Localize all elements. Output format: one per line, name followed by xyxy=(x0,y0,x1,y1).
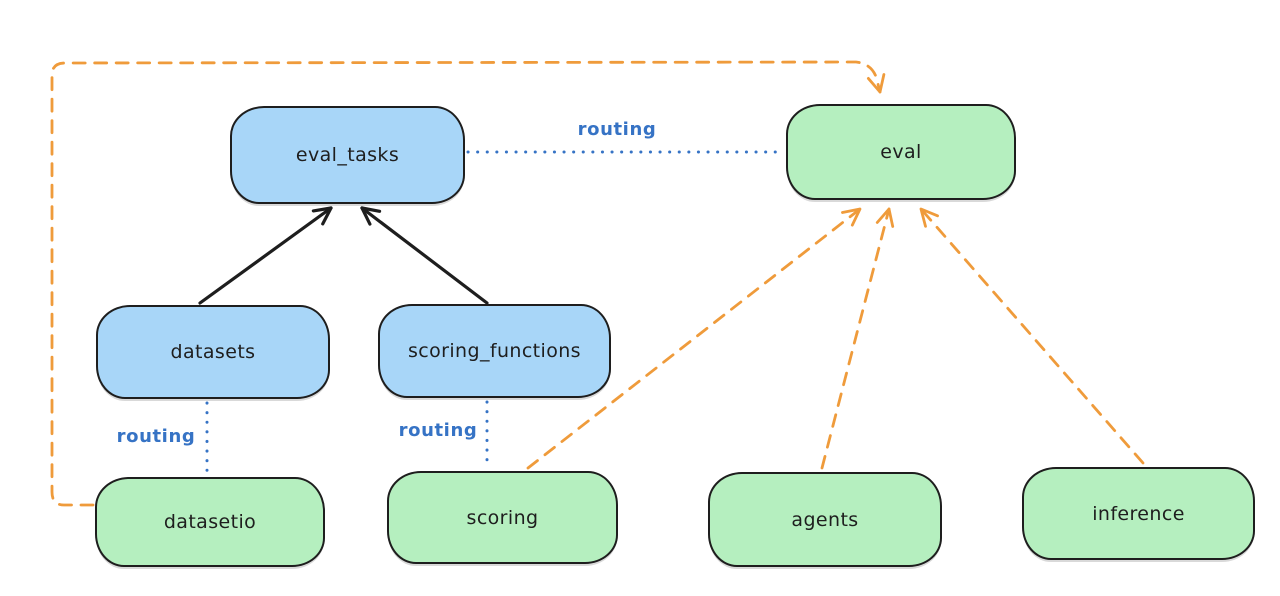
routing-label-datasets-datasetio: routing xyxy=(116,426,196,447)
edge-datasets-to-eval-tasks xyxy=(198,206,333,305)
node-eval-label: eval xyxy=(880,141,922,163)
node-agents[interactable]: agents xyxy=(708,472,942,567)
edge-agents-to-eval xyxy=(820,207,895,470)
node-scoring-functions[interactable]: scoring_functions xyxy=(378,304,611,398)
node-agents-label: agents xyxy=(791,508,859,531)
node-inference-label: inference xyxy=(1092,502,1185,525)
node-datasetio-label: datasetio xyxy=(163,511,257,533)
edge-scoring-functions-to-eval-tasks xyxy=(360,206,489,305)
edge-scoring-to-eval xyxy=(526,207,862,470)
node-eval-tasks-label: eval_tasks xyxy=(295,144,400,166)
node-datasets-label: datasets xyxy=(170,341,256,363)
node-datasets[interactable]: datasets xyxy=(96,305,330,399)
node-scoring-label: scoring xyxy=(466,506,539,529)
node-eval-tasks[interactable]: eval_tasks xyxy=(230,106,465,204)
node-inference[interactable]: inference xyxy=(1022,467,1255,560)
routing-label-eval-tasks-eval: routing xyxy=(577,119,657,140)
node-datasetio[interactable]: datasetio xyxy=(95,477,325,567)
edge-inference-to-eval xyxy=(919,207,1145,465)
node-scoring-functions-label: scoring_functions xyxy=(408,340,581,362)
edge-datasetio-to-eval xyxy=(50,60,886,507)
node-scoring[interactable]: scoring xyxy=(387,471,618,564)
node-eval[interactable]: eval xyxy=(786,104,1016,200)
routing-label-scoring-functions-scoring: routing xyxy=(398,420,478,441)
